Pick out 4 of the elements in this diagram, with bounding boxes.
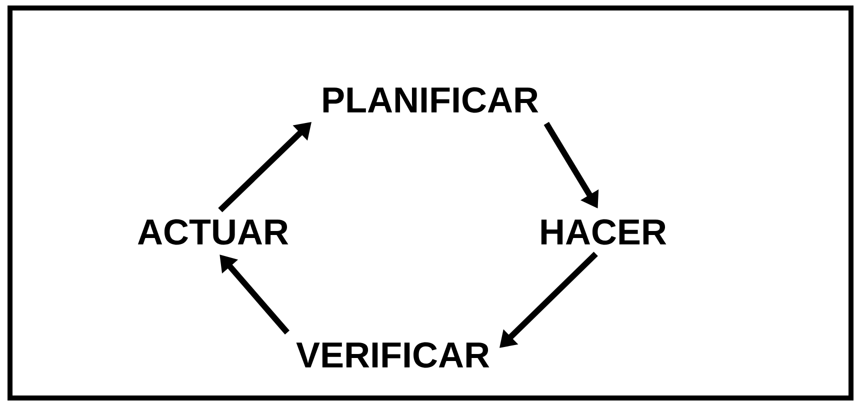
step-label: VERIFICAR [296,342,490,368]
step-label: ACTUAR [138,219,288,245]
step-label: HACER [541,219,666,245]
step-label: PLANIFICAR [323,87,538,113]
